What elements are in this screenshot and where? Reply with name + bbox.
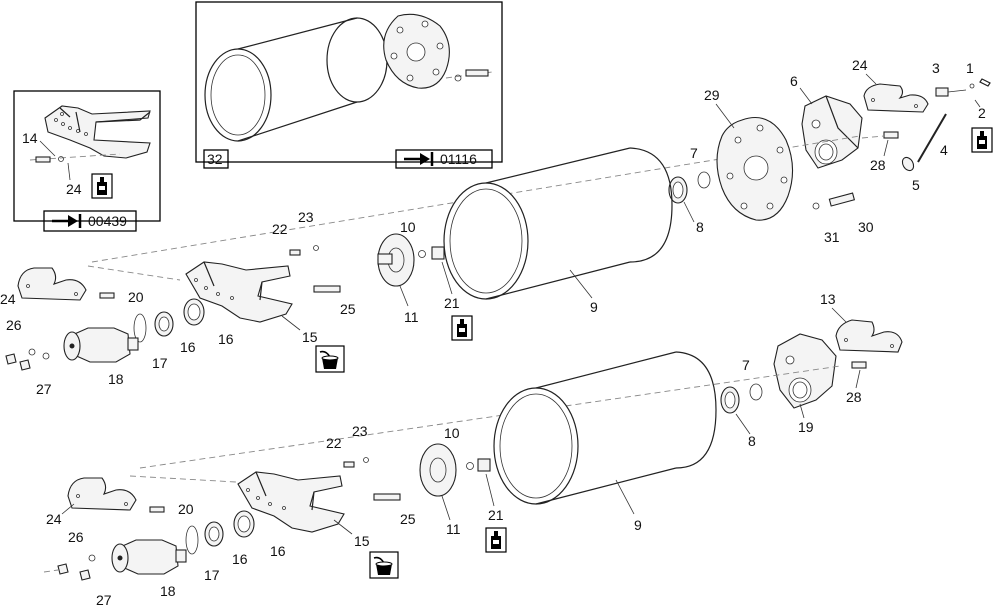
adhesive-bottle-icon (451, 315, 473, 341)
callout-31: 31 (824, 229, 840, 245)
callout-15: 15 (354, 533, 370, 549)
callout-9: 9 (590, 299, 598, 315)
callout-24: 24 (46, 511, 62, 527)
callout-26: 26 (68, 529, 84, 545)
callout-21: 21 (444, 295, 460, 311)
hub-assembly-upper-right (801, 78, 993, 172)
callout-2: 2 (978, 105, 986, 121)
callout-32: 32 (207, 151, 223, 167)
callout-17: 17 (152, 355, 168, 371)
callout-22: 22 (326, 435, 342, 451)
callout-8: 8 (696, 219, 704, 235)
callout-18: 18 (160, 583, 176, 599)
callout-19: 19 (798, 419, 814, 435)
callout-30: 30 (858, 219, 874, 235)
detail-box-top: 32 01116 (195, 1, 503, 169)
callout-9: 9 (634, 517, 642, 533)
callout-20: 20 (128, 289, 144, 305)
callout-8: 8 (748, 433, 756, 449)
detail-box-left: 14 24 00439 (13, 90, 161, 232)
upper-drum-assembly (91, 116, 861, 300)
lower-left-bracket-parts (43, 471, 345, 581)
callout-24: 24 (0, 291, 16, 307)
grease-pot-icon (369, 551, 399, 579)
callout-11: 11 (446, 521, 461, 537)
callout-25: 25 (400, 511, 416, 527)
flange-plate-detail-drawing (383, 13, 493, 89)
adhesive-bottle-icon (91, 173, 113, 199)
callout-16: 16 (232, 551, 248, 567)
callout-27: 27 (96, 592, 112, 608)
callout-21: 21 (488, 507, 504, 523)
upper-left-bracket-parts (5, 261, 293, 371)
reference-number-00439: 00439 (88, 213, 127, 229)
reference-arrow-icon (50, 212, 82, 230)
grease-pot-icon (315, 345, 345, 373)
callout-7: 7 (742, 357, 750, 373)
callout-24: 24 (852, 57, 868, 73)
callout-4: 4 (940, 142, 948, 158)
callout-16: 16 (270, 543, 286, 559)
callout-1: 1 (966, 60, 974, 76)
reference-number-01116: 01116 (440, 151, 477, 167)
callout-17: 17 (204, 567, 220, 583)
callout-23: 23 (352, 423, 368, 439)
callout-11: 11 (404, 309, 419, 325)
callout-25: 25 (340, 301, 356, 317)
callout-20: 20 (178, 501, 194, 517)
adhesive-bottle-icon (971, 127, 993, 153)
callout-13: 14 (22, 130, 38, 146)
callout-5: 5 (912, 177, 920, 193)
callout-14: 24 (66, 181, 82, 197)
lower-drum-assembly (139, 351, 841, 505)
callout-24: 13 (820, 291, 836, 307)
callout-27: 27 (36, 381, 52, 397)
callout-28: 28 (870, 157, 886, 173)
callout-29: 29 (704, 87, 720, 103)
callout-16: 16 (180, 339, 196, 355)
callout-10: 10 (444, 425, 460, 441)
callout-3: 3 (932, 60, 940, 76)
callout-18: 18 (108, 371, 124, 387)
callout-15: 15 (302, 329, 318, 345)
callout-28: 28 (846, 389, 862, 405)
callout-23: 23 (298, 209, 314, 225)
callout-6: 6 (790, 73, 798, 89)
callout-26: 26 (6, 317, 22, 333)
callout-7: 7 (690, 145, 698, 161)
reference-arrow-icon (402, 150, 434, 168)
bracket-detail-drawing (29, 105, 151, 163)
drum-shell-detail-drawing (204, 17, 388, 142)
callout-10: 10 (400, 219, 416, 235)
callout-22: 22 (272, 221, 288, 237)
adhesive-bottle-icon (485, 527, 507, 553)
callout-16: 16 (218, 331, 234, 347)
